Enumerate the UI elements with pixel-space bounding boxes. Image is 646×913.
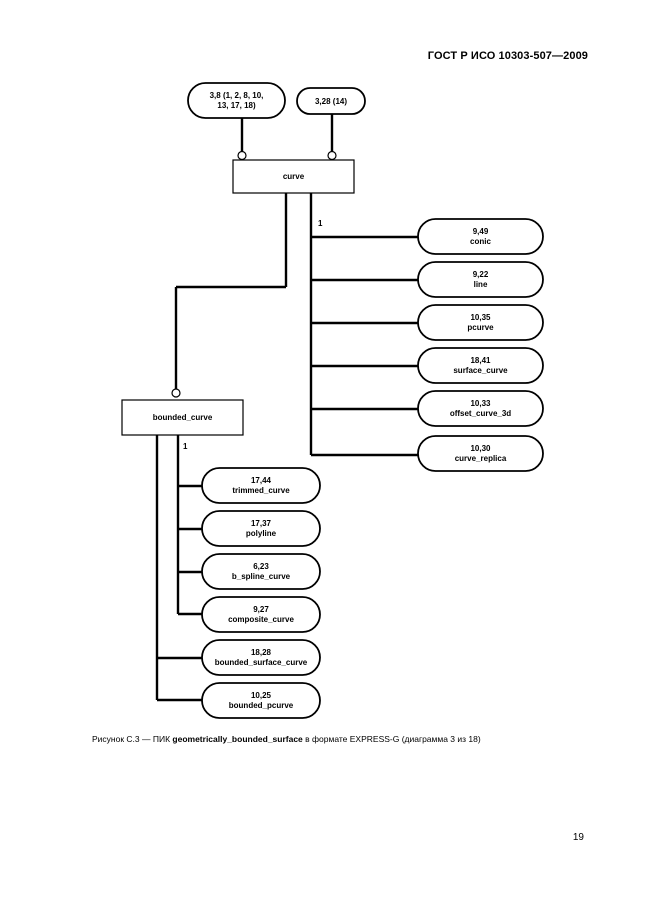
svg-text:9,27: 9,27 — [253, 605, 269, 614]
svg-text:bounded_pcurve: bounded_pcurve — [229, 701, 294, 710]
svg-text:line: line — [474, 280, 488, 289]
svg-text:trimmed_curve: trimmed_curve — [232, 486, 290, 495]
subtype-oval-line: 9,22 line — [417, 261, 544, 298]
subtype-oval-curve-replica: 10,30 curve_replica — [417, 435, 544, 472]
caption-suffix: в формате EXPRESS-G (диаграмма 3 из 18) — [302, 734, 481, 744]
relation-circle — [327, 150, 337, 161]
subtype-oval-conic: 9,49 conic — [417, 218, 544, 255]
entity-bounded-curve: bounded_curve — [121, 399, 244, 436]
connection-lines — [155, 114, 418, 702]
svg-text:3,28 (14): 3,28 (14) — [315, 97, 347, 106]
svg-text:offset_curve_3d: offset_curve_3d — [450, 409, 511, 418]
svg-text:9,49: 9,49 — [473, 227, 489, 236]
svg-text:9,22: 9,22 — [473, 270, 489, 279]
svg-text:18,28: 18,28 — [251, 648, 272, 657]
svg-text:13, 17, 18): 13, 17, 18) — [217, 101, 256, 110]
relation-circle — [237, 150, 247, 161]
svg-text:curve_replica: curve_replica — [455, 454, 507, 463]
subtype-oval-surface-curve: 18,41 surface_curve — [417, 347, 544, 384]
subtype-oval-offset-curve-3d: 10,33 offset_curve_3d — [417, 390, 544, 427]
svg-text:surface_curve: surface_curve — [453, 366, 508, 375]
svg-text:10,30: 10,30 — [470, 444, 491, 453]
svg-text:10,33: 10,33 — [470, 399, 491, 408]
svg-text:b_spline_curve: b_spline_curve — [232, 572, 291, 581]
svg-text:3,8 (1, 2, 8, 10,: 3,8 (1, 2, 8, 10, — [210, 91, 264, 100]
subtype-oval-bounded-pcurve: 10,25 bounded_pcurve — [201, 682, 321, 719]
svg-text:17,37: 17,37 — [251, 519, 272, 528]
page-header-standard: ГОСТ Р ИСО 10303-507—2009 — [427, 50, 588, 62]
svg-text:conic: conic — [470, 237, 491, 246]
caption-entity-name: geometrically_bounded_surface — [172, 734, 303, 744]
cardinality-label-bounded: 1 — [183, 442, 188, 451]
ref-oval-top-1: 3,8 (1, 2, 8, 10, 13, 17, 18) — [187, 82, 286, 119]
subtype-oval-bounded-surface-curve: 18,28 bounded_surface_curve — [201, 639, 321, 676]
subtype-oval-composite-curve: 9,27 composite_curve — [201, 596, 321, 633]
svg-text:polyline: polyline — [246, 529, 277, 538]
svg-text:composite_curve: composite_curve — [228, 615, 294, 624]
svg-text:bounded_surface_curve: bounded_surface_curve — [215, 658, 308, 667]
cardinality-label-curve: 1 — [318, 219, 323, 228]
svg-text:6,23: 6,23 — [253, 562, 269, 571]
subtype-oval-trimmed-curve: 17,44 trimmed_curve — [201, 467, 321, 504]
caption-prefix: Рисунок С.3 — ПИК — [92, 734, 173, 744]
svg-text:18,41: 18,41 — [470, 356, 491, 365]
svg-text:bounded_curve: bounded_curve — [153, 413, 213, 422]
figure-caption: Рисунок С.3 — ПИК geometrically_bounded_… — [92, 734, 612, 744]
svg-text:10,25: 10,25 — [251, 691, 272, 700]
svg-text:pcurve: pcurve — [467, 323, 494, 332]
subtype-oval-pcurve: 10,35 pcurve — [417, 304, 544, 341]
page-number: 19 — [572, 832, 584, 843]
svg-text:17,44: 17,44 — [251, 476, 272, 485]
subtype-oval-b-spline-curve: 6,23 b_spline_curve — [201, 553, 321, 590]
svg-text:10,35: 10,35 — [470, 313, 491, 322]
relation-circle — [171, 388, 181, 398]
ref-oval-top-2: 3,28 (14) — [296, 87, 366, 115]
svg-text:curve: curve — [283, 172, 305, 181]
subtype-oval-polyline: 17,37 polyline — [201, 510, 321, 547]
entity-curve: curve — [232, 159, 355, 194]
